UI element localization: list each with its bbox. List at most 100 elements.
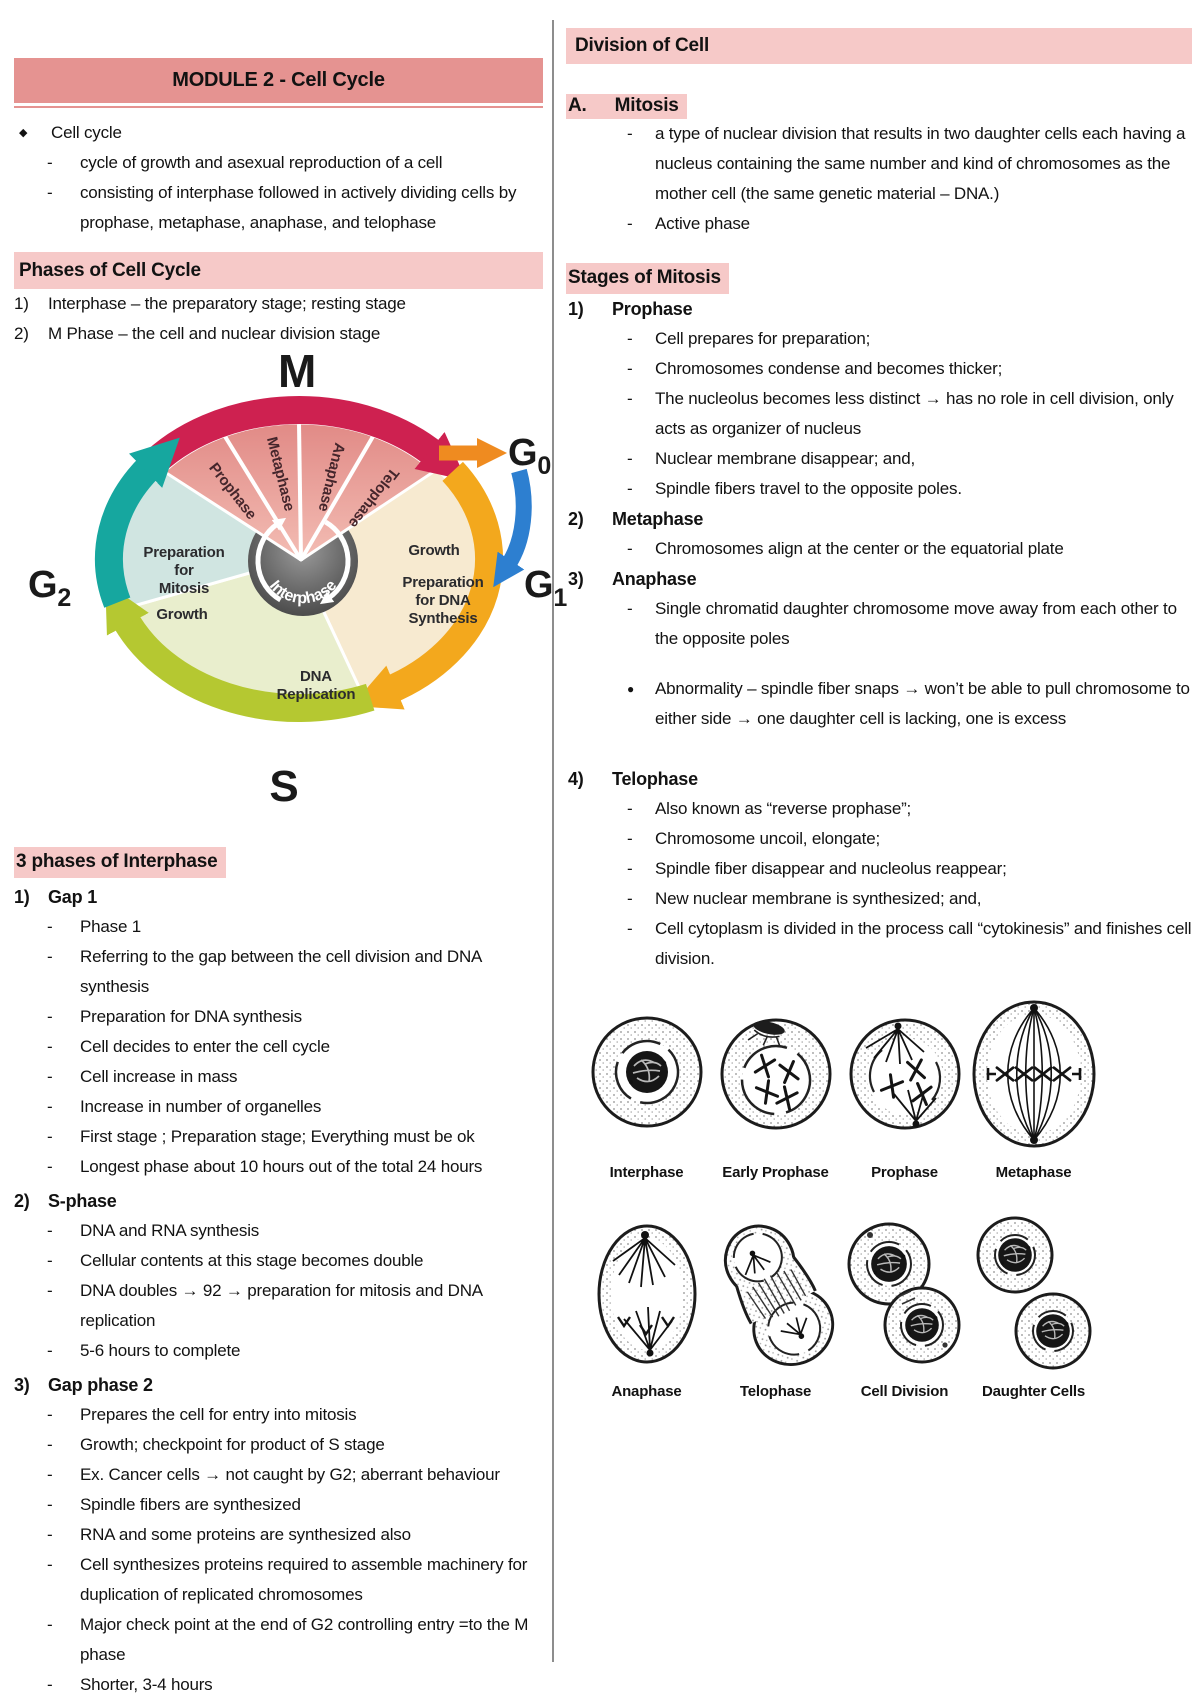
g1-arc [351, 461, 503, 710]
list-item-text: a type of nuclear division that results … [655, 124, 1186, 203]
list-item-text: Ex. Cancer cells → not caught by G2; abe… [80, 1465, 500, 1484]
abnormality-note: ●Abnormality – spindle fiber snaps → won… [566, 674, 1192, 734]
dash-marker: - [47, 1221, 53, 1240]
dash-marker: - [47, 1465, 53, 1484]
item-number: 1) [14, 887, 30, 907]
list-item: -Also known as “reverse prophase”; [566, 794, 1192, 824]
list-item: -Referring to the gap between the cell d… [14, 942, 543, 1002]
figure-daughter-cells: Daughter Cells [969, 1207, 1098, 1400]
metaphase-cell-drawing [972, 1000, 1095, 1148]
list-item: -a type of nuclear division that results… [566, 119, 1192, 209]
figure-label: Cell Division [860, 1383, 949, 1400]
telophase-fan-top [744, 1250, 771, 1276]
list-item: -Phase 1 [14, 912, 543, 942]
cell-division-drawing [847, 1222, 960, 1364]
mitosis-figure-row1: Interphase Early Prophase [566, 988, 1192, 1181]
list-item-text: The nucleolus becomes less distinct → ha… [655, 389, 1174, 438]
label-g1: G1 [524, 564, 567, 612]
dash-marker: - [627, 214, 633, 233]
label-g2: G2 [28, 564, 71, 612]
interphase-heading-wrap: 3 phases of Interphase [14, 847, 543, 878]
dash-marker: - [627, 329, 633, 348]
stage-title: Anaphase [612, 569, 697, 589]
list-item-text: RNA and some proteins are synthesized al… [80, 1525, 411, 1544]
dash-marker: - [47, 1281, 53, 1300]
m-arc [139, 396, 467, 481]
list-item: -Increase in number of organelles [14, 1092, 543, 1122]
list-item-text: Preparation for DNA synthesis [80, 1007, 302, 1026]
figure-early-prophase: Early Prophase [711, 988, 840, 1181]
cell-cycle-title: Cell cycle [51, 123, 122, 142]
interphase-cell-drawing [591, 1016, 702, 1128]
separating-chromosomes [616, 1316, 675, 1337]
dash-marker: - [47, 183, 53, 202]
dash-marker: - [47, 1615, 53, 1634]
dash-marker: - [47, 917, 53, 936]
dash-marker: - [47, 1341, 53, 1360]
dash-marker: - [627, 359, 633, 378]
list-item: - consisting of interphase followed in a… [14, 178, 543, 238]
item-number: 2) [14, 324, 29, 343]
anaphase-cell-drawing [597, 1224, 696, 1364]
figure-label: Early Prophase [722, 1164, 829, 1181]
stage-head-prophase: 1) Prophase [566, 294, 1192, 324]
svg-text:Synthesis: Synthesis [408, 610, 477, 627]
list-item-text: Cell increase in mass [80, 1067, 238, 1086]
list-item-text: Cell prepares for preparation; [655, 329, 871, 348]
telophase-fan-bottom [780, 1317, 807, 1339]
list-item-text: Spindle fibers are synthesized [80, 1495, 301, 1514]
dash-marker: - [47, 1675, 53, 1694]
dash-marker: - [627, 919, 633, 938]
list-item-text: Major check point at the end of G2 contr… [80, 1615, 529, 1664]
figure-prophase: Prophase [840, 988, 969, 1181]
daughter-cells-drawing [976, 1216, 1091, 1370]
g0-entry-arrow [493, 468, 532, 588]
mitosis-heading: A.Mitosis [566, 94, 687, 119]
list-item: - Nuclear membrane disappear; and, [566, 444, 1192, 474]
list-item-text: Active phase [655, 214, 750, 233]
list-item-text: DNA and RNA synthesis [80, 1221, 260, 1240]
section-title: S-phase [48, 1191, 117, 1211]
telophase-cell-drawing [723, 1224, 834, 1366]
list-item: -Cell synthesizes proteins required to a… [14, 1550, 543, 1610]
svg-text:Preparation: Preparation [402, 574, 483, 591]
list-item-text: consisting of interphase followed in act… [80, 183, 517, 232]
list-item: -Spindle fibers are synthesized [14, 1490, 543, 1520]
list-item: -Prepares the cell for entry into mitosi… [14, 1400, 543, 1430]
stage-head-telophase: 4) Telophase [566, 764, 1192, 794]
stages-heading-wrap: Stages of Mitosis [566, 263, 1192, 294]
dash-marker: - [627, 449, 633, 468]
early-prophase-cell-drawing [720, 1018, 831, 1130]
list-item: - Active phase [566, 209, 1192, 239]
figure-telophase: Telophase [711, 1207, 840, 1400]
dash-marker: - [627, 599, 633, 618]
stages-of-mitosis-heading: Stages of Mitosis [566, 263, 729, 294]
list-item: -Spindle fibers travel to the opposite p… [566, 474, 1192, 504]
dash-marker: - [627, 539, 633, 558]
diamond-bullet-icon: ◆ [19, 127, 28, 139]
svg-text:for: for [174, 562, 194, 579]
cleavage-furrow-hatching [897, 1290, 923, 1319]
list-item: -Chromosome uncoil, elongate; [566, 824, 1192, 854]
dash-marker: - [47, 1435, 53, 1454]
list-item: - Cell prepares for preparation; [566, 324, 1192, 354]
dash-marker: - [47, 153, 53, 172]
svg-text:DNA: DNA [300, 668, 332, 685]
list-item-text: Longest phase about 10 hours out of the … [80, 1157, 483, 1176]
list-item: - Ex. Cancer cells → not caught by G2; ab… [14, 1460, 543, 1490]
list-item: -Chromosomes condense and becomes thicke… [566, 354, 1192, 384]
right-column: Division of Cell A.Mitosis -a type of nu… [566, 0, 1192, 1400]
list-item: -New nuclear membrane is synthesized; an… [566, 884, 1192, 914]
item-number: 2) [14, 1191, 30, 1211]
list-item-text: Nuclear membrane disappear; and, [655, 449, 916, 468]
section-title: Gap 1 [48, 887, 98, 907]
list-item: -Spindle fiber disappear and nucleolus r… [566, 854, 1192, 884]
dash-marker: - [47, 1037, 53, 1056]
spindle-aster-bottom [892, 1089, 937, 1128]
list-item: -Growth; checkpoint for product of S sta… [14, 1430, 543, 1460]
wedge-divider-rays [222, 422, 376, 562]
cell-cycle-diagram: Prophase Metaphase Anaphase Telophase In… [14, 345, 568, 811]
dash-marker: - [47, 1555, 53, 1574]
figure-label: Interphase [609, 1164, 684, 1181]
round-bullet-icon: ● [627, 682, 635, 696]
